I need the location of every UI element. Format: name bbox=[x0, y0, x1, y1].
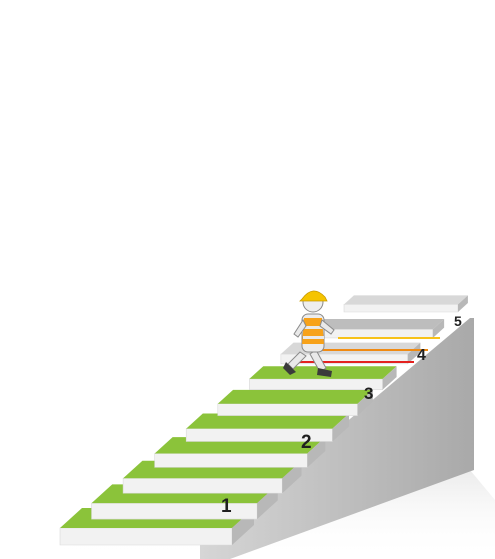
stair-number-2: 2 bbox=[301, 432, 312, 453]
stair-riser-7 bbox=[249, 378, 383, 390]
stair-riser-6 bbox=[217, 403, 358, 416]
band-1-line2: zolang we niet worden aangesproken bbox=[36, 400, 93, 434]
stair-side-5 bbox=[332, 413, 350, 442]
band-2-line2: doen veel wanneer er incidenten zijn bbox=[84, 340, 126, 398]
stair-tread-5 bbox=[186, 413, 350, 429]
stair-tread-6 bbox=[217, 389, 373, 404]
stair-side-8 bbox=[407, 342, 421, 364]
stair-side-4 bbox=[307, 437, 326, 468]
band-5-title: Trede 5 bbox=[230, 20, 265, 51]
stairs-steps bbox=[59, 295, 468, 546]
band-5-line2: van denken en doen bbox=[230, 104, 263, 138]
stair-riser-3 bbox=[122, 477, 283, 494]
stair-side-10 bbox=[458, 295, 468, 312]
stair-riser-2 bbox=[91, 502, 258, 520]
stair-riser-10 bbox=[343, 304, 459, 313]
band-3-line2: te doen wat we moeten doen bbox=[134, 234, 194, 256]
stair-number-4: 4 bbox=[417, 347, 426, 364]
band-3-text: Trede 3 Ons Veiligheidssysteem helpt ons… bbox=[134, 178, 211, 257]
stair-side-9 bbox=[432, 318, 445, 338]
band-4-line1: We verhogen onze Veiligheidscultuur door bbox=[182, 118, 255, 164]
band-5-text: Trede 5 Veiligheid is leidend in onze ma… bbox=[230, 20, 269, 139]
stair-tread-9 bbox=[312, 318, 445, 330]
stair-riser-4 bbox=[154, 453, 308, 468]
band-2-title: Trede 2 bbox=[84, 256, 119, 287]
band-1-line1: We maken ons niet druk over Veiligheid bbox=[36, 352, 89, 398]
band-3-line1: Ons Veiligheidssysteem helpt ons om bbox=[134, 198, 212, 232]
band-2-text: Trede 2 We vinden Veiligheid belangrijk … bbox=[84, 256, 126, 399]
band-1-text: Trede 1 We maken ons niet druk over Veil… bbox=[36, 332, 93, 435]
band-5-line1: Veiligheid is leidend in onze manier bbox=[230, 56, 270, 102]
stair-riser-1 bbox=[59, 527, 233, 546]
stair-number-5: 5 bbox=[454, 313, 462, 329]
band-2-line1: We vinden Veiligheid belangrijk en we bbox=[84, 292, 126, 338]
band-3-title: Trede 3 bbox=[134, 178, 180, 193]
stair-side-7 bbox=[382, 366, 397, 390]
band-4-line2: steeds weer te evalueren en te verbetere… bbox=[182, 166, 243, 200]
band-1-title: Trede 1 bbox=[36, 332, 82, 347]
stair-side-3 bbox=[282, 460, 302, 494]
construction-worker-figure bbox=[283, 290, 335, 377]
stair-side-6 bbox=[357, 389, 373, 416]
band-4-title: Trede 4 bbox=[182, 98, 228, 113]
stair-tread-10 bbox=[344, 295, 468, 305]
band-4-text: Trede 4 We verhogen onze Veiligheidscult… bbox=[182, 98, 254, 201]
stair-number-1: 1 bbox=[221, 496, 232, 517]
stair-numbers: 1 2 3 4 5 bbox=[221, 313, 462, 517]
stair-number-3: 3 bbox=[364, 384, 373, 403]
